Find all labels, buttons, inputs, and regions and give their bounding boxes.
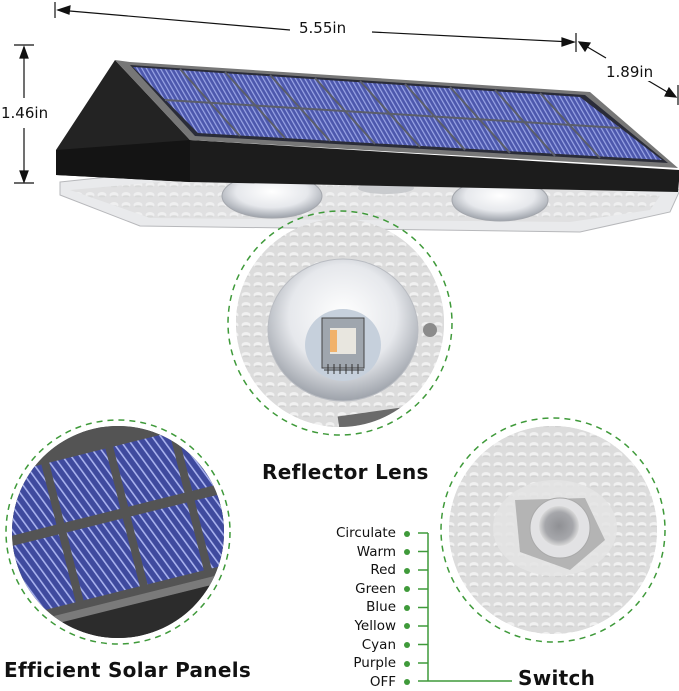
mode-dot-icon [404,642,410,649]
depth-dimension-line [577,41,679,105]
reflector-lens-closeup [227,210,453,436]
mode-dot-icon [404,679,410,686]
mode-item-yellow: Yellow [300,617,412,636]
mode-item-green: Green [300,580,412,599]
mode-dot-icon [404,530,410,537]
mode-dot-icon [404,586,410,593]
mode-item-cyan: Cyan [300,636,412,655]
mode-bracket [418,532,512,682]
reflector-lens-caption: Reflector Lens [262,460,429,484]
mode-dot-icon [404,660,410,667]
mode-item-blue: Blue [300,598,412,617]
mode-item-red: Red [300,561,412,580]
mode-label: Blue [366,599,396,616]
mode-dot-icon [404,604,410,611]
solar-panels-caption: Efficient Solar Panels [4,658,252,682]
solar-panel-closeup [5,419,231,645]
height-dimension-label: 1.46in [0,104,52,122]
mode-item-warm: Warm [300,543,412,562]
depth-dimension-label: 1.89in [603,63,657,81]
mode-dot-icon [404,549,410,556]
mode-label: Green [355,580,396,597]
mode-label: Warm [356,543,396,560]
switch-mode-list: Circulate Warm Red Green Blue Yellow Cya… [300,524,412,691]
mode-label: Red [370,562,396,579]
mode-dot-icon [404,623,410,630]
width-dimension-label: 5.55in [296,19,350,37]
mode-item-off: OFF [300,673,412,691]
width-dimension-line [54,2,577,52]
mode-label: Yellow [354,617,396,634]
switch-caption: Switch [518,666,596,690]
mode-item-purple: Purple [300,654,412,673]
mode-item-circulate: Circulate [300,524,412,543]
switch-closeup [440,417,666,643]
mode-label: OFF [369,673,396,690]
mode-label: Circulate [335,525,396,541]
mode-dot-icon [404,567,410,574]
solar-lamp-product [56,60,679,233]
mode-label: Cyan [361,636,396,653]
mode-label: Purple [353,655,396,672]
height-dimension-line [14,44,34,184]
